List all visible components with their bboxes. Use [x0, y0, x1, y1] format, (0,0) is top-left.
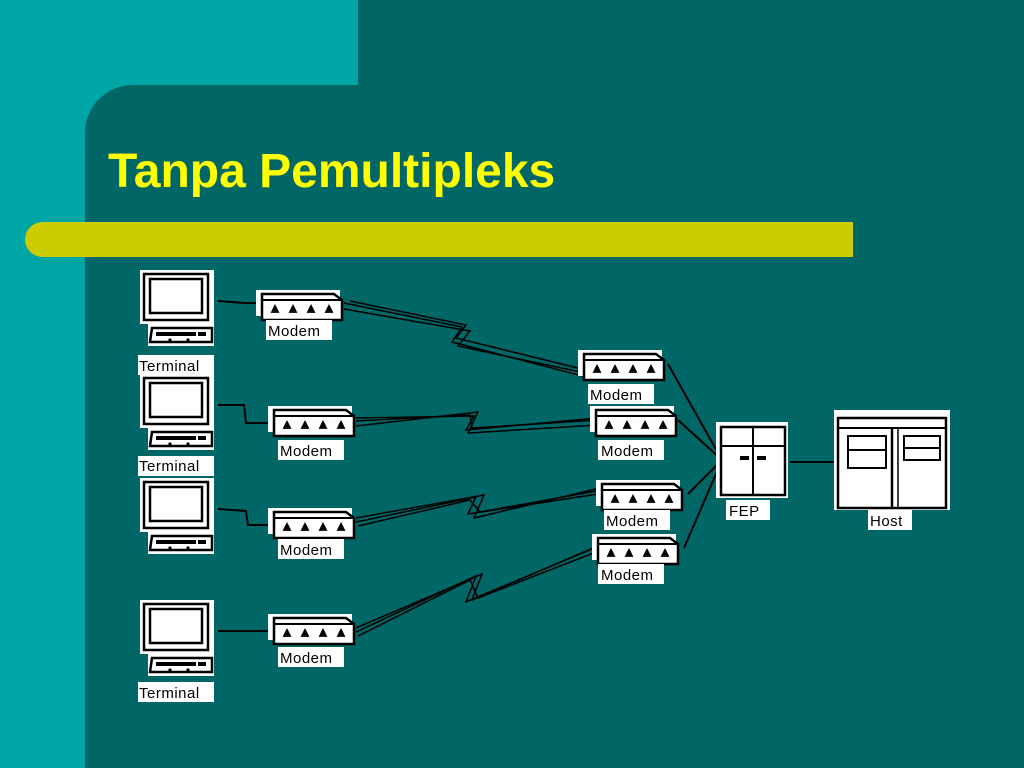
right-modem-4-label: Modem [601, 567, 654, 584]
modem-icon [594, 478, 684, 512]
host: Host [834, 410, 950, 530]
modem-icon [576, 348, 666, 382]
terminal-1: Terminal [138, 268, 216, 375]
host-mainframe-icon [834, 410, 950, 510]
left-modem-1-label: Modem [268, 323, 321, 340]
terminal-2-label: Terminal [139, 458, 200, 475]
modem-icon [266, 506, 356, 540]
terminal-2: Terminal [138, 372, 216, 476]
left-modem-4-label: Modem [280, 650, 333, 667]
right-modem-1: Modem [576, 348, 666, 404]
terminal-4-label: Terminal [139, 685, 200, 702]
page-title: Tanpa Pemultipleks [108, 145, 556, 198]
terminal-4: Terminal [138, 598, 216, 702]
left-modem-3: Modem [266, 506, 356, 559]
computer-terminal-icon [138, 476, 216, 556]
right-modem-2-label: Modem [601, 443, 654, 460]
terminal-1-label: Terminal [139, 358, 200, 375]
left-modem-2: Modem [266, 404, 356, 460]
right-modem-3-label: Modem [606, 513, 659, 530]
fep: FEP [716, 422, 788, 520]
modem-icon [590, 532, 680, 566]
terminal-3 [138, 476, 216, 556]
left-modem-2-label: Modem [280, 443, 333, 460]
modem-icon [588, 404, 678, 438]
right-modem-2: Modem [588, 404, 678, 460]
right-modem-3: Modem [594, 478, 684, 530]
phone-line-links [343, 300, 603, 637]
right-modem-4: Modem [590, 532, 680, 584]
computer-terminal-icon [138, 268, 216, 348]
terminal-modem-links [217, 300, 274, 632]
front-end-processor-icon [716, 422, 788, 498]
modem-fep-links [667, 363, 723, 549]
modem-icon [266, 404, 356, 438]
left-modem-4: Modem [266, 612, 356, 667]
computer-terminal-icon [138, 372, 216, 452]
title-underline-bar [25, 222, 853, 257]
computer-terminal-icon [138, 598, 216, 678]
left-modem-1: Modem [254, 288, 344, 340]
modem-icon [266, 612, 356, 646]
left-modem-3-label: Modem [280, 542, 333, 559]
modem-icon [254, 288, 344, 322]
fep-label: FEP [729, 503, 760, 520]
host-label: Host [870, 513, 903, 530]
right-modem-1-label: Modem [590, 387, 643, 404]
